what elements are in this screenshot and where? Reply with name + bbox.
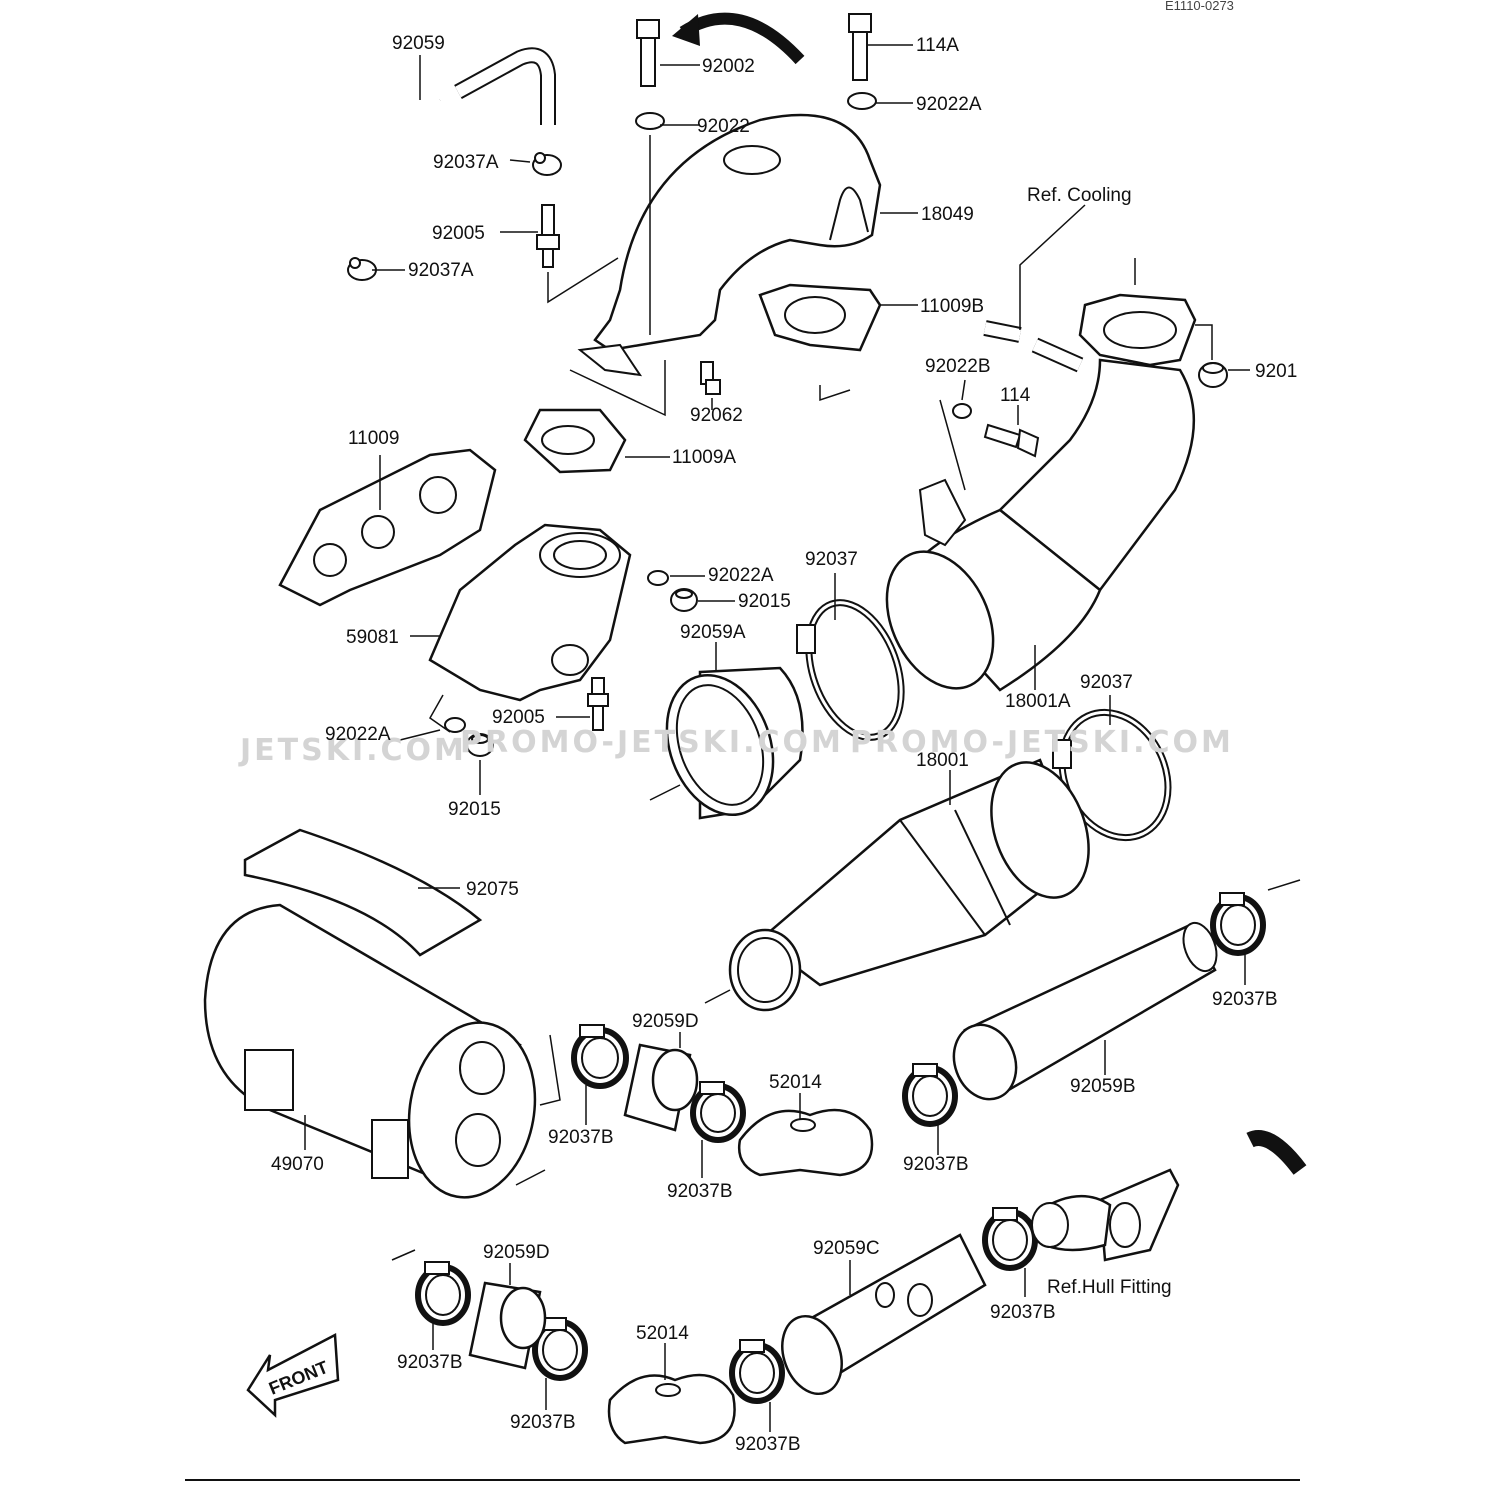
washer-92022a-low: [444, 717, 466, 733]
manifold-18049: [577, 113, 882, 377]
label-92005-upper: 92005: [432, 223, 485, 244]
label-92015-upper: 92015: [738, 591, 791, 612]
label-92037a-lower: 92037A: [408, 260, 474, 281]
bolt-92062: [700, 361, 721, 395]
nut-9201: [1198, 362, 1228, 388]
clamp-92037a-upper: [532, 152, 562, 176]
label-92037b-f: 92037B: [510, 1412, 576, 1433]
label-ref-hull-fitting: Ref.Hull Fitting: [1047, 1277, 1172, 1298]
pipe-18001a: [885, 293, 1197, 692]
label-92022a-top: 92022A: [916, 94, 982, 115]
label-92037-right: 92037: [1080, 672, 1133, 693]
label-92037a-upper: 92037A: [433, 152, 499, 173]
label-92075: 92075: [466, 879, 519, 900]
washer-92022a-mid: [647, 570, 669, 586]
cooling-hose: [983, 320, 1084, 373]
washer-92022a-top: [847, 92, 877, 110]
label-92022-top: 92022: [697, 116, 750, 137]
pipe-18001: [728, 758, 1090, 1012]
hull-fitting: [1031, 1168, 1180, 1262]
label-92037b-b: 92037B: [667, 1181, 733, 1202]
label-92002: 92002: [702, 56, 755, 77]
label-92059b: 92059B: [1070, 1076, 1136, 1097]
elbow-52014-upper: [737, 1108, 874, 1177]
label-18049: 18049: [921, 204, 974, 225]
hose-92059c: [781, 1233, 987, 1396]
front-direction-arrow: FRONT: [246, 1333, 340, 1418]
label-92022a-mid: 92022A: [708, 565, 774, 586]
label-92037-left: 92037: [805, 549, 858, 570]
clamp-92037a-lower: [347, 257, 377, 281]
hose-clamp-92037b-d: [1210, 892, 1266, 956]
label-49070: 49070: [271, 1154, 324, 1175]
nut-92015-upper: [670, 588, 698, 612]
label-92037b-h: 92037B: [990, 1302, 1056, 1323]
label-92037b-c: 92037B: [903, 1154, 969, 1175]
hose-clamp-92037b-b: [690, 1081, 746, 1143]
hose-clamp-92037b-a: [571, 1024, 629, 1089]
label-92062: 92062: [690, 405, 743, 426]
label-114: 114: [1000, 385, 1031, 406]
gasket-11009b: [758, 283, 882, 352]
label-92059: 92059: [392, 33, 445, 54]
nut-92015-lower: [466, 733, 494, 757]
label-11009b: 11009B: [920, 296, 984, 317]
hose-clamp-92037b-e: [415, 1261, 471, 1326]
watermark-3: PROMO-JETSKI.COM: [850, 725, 1234, 760]
label-92037b-g: 92037B: [735, 1434, 801, 1455]
band-clamp-92037-left: [796, 599, 905, 741]
label-59081: 59081: [346, 627, 399, 648]
label-18001: 18001: [916, 750, 969, 771]
label-92059d-lower: 92059D: [483, 1242, 550, 1263]
hose-clamp-92037b-c: [902, 1063, 958, 1127]
muffler-49070: [203, 903, 537, 1199]
label-ref-cooling: Ref. Cooling: [1027, 185, 1132, 206]
hose-clamp-92037b-g: [729, 1339, 785, 1404]
label-92015-lower: 92015: [448, 799, 501, 820]
hose-92059: [346, 47, 556, 225]
watermark-1: JETSKI.COM: [238, 733, 467, 768]
washer-92022b: [952, 403, 972, 419]
gasket-11009: [278, 448, 497, 607]
label-52014-lower: 52014: [636, 1323, 689, 1344]
hose-92059a: [665, 666, 804, 820]
hose-92059d-upper: [623, 1043, 699, 1132]
nipple-92005-lower: [587, 677, 609, 731]
hose-92059b: [952, 921, 1218, 1101]
hose-clamp-92037b-f: [532, 1317, 588, 1381]
watermark-2: PROMO-JETSKI.COM: [460, 725, 844, 760]
washer-92022: [635, 112, 665, 130]
label-92022a-low: 92022A: [325, 724, 391, 745]
elbow-52014-lower: [607, 1373, 736, 1445]
heat-shield-92075: [243, 828, 483, 957]
label-92037b-a: 92037B: [548, 1127, 614, 1148]
bolt-114: [983, 423, 1040, 458]
label-92037b-right: 92037B: [1212, 989, 1278, 1010]
label-92037b-e: 92037B: [397, 1352, 463, 1373]
label-92059d-upper: 92059D: [632, 1011, 699, 1032]
label-18001a: 18001A: [1005, 691, 1071, 712]
nipple-92005-upper: [536, 204, 560, 268]
label-92059a: 92059A: [680, 622, 746, 643]
label-92059c: 92059C: [813, 1238, 880, 1259]
bolt-114a: [848, 13, 872, 81]
label-11009: 11009: [348, 428, 399, 449]
diagram-code: E1110-0273: [1165, 0, 1234, 13]
label-92022b: 92022B: [925, 356, 991, 377]
label-9201: 9201: [1255, 361, 1297, 382]
bolt-92002: [636, 19, 660, 87]
hose-92059d-lower: [468, 1281, 547, 1370]
label-114a: 114A: [916, 35, 959, 56]
label-11009a: 11009A: [672, 447, 736, 468]
label-92005-lower: 92005: [492, 707, 545, 728]
exhaust-adapter-59081: [428, 523, 632, 702]
label-52014-upper: 52014: [769, 1072, 822, 1093]
hose-clamp-92037b-h: [982, 1207, 1038, 1271]
gasket-11009a: [523, 408, 627, 474]
